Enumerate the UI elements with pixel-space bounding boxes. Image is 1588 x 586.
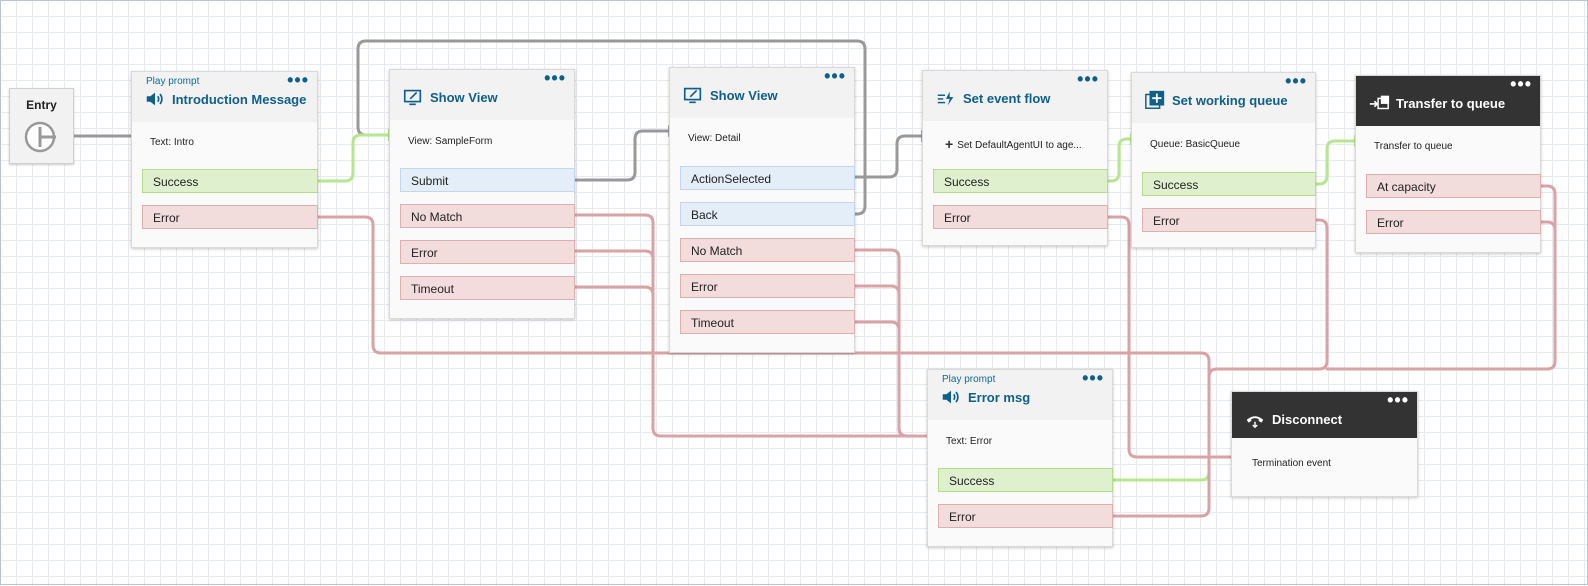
branch-error[interactable]: Error bbox=[938, 504, 1113, 528]
branch-success[interactable]: Success bbox=[1142, 172, 1316, 196]
wire-actionselected-to-eventflow bbox=[845, 130, 934, 179]
block-show-view-detail[interactable]: Show View ••• View: Detail ActionSelecte… bbox=[669, 67, 855, 353]
branch-no-match[interactable]: No Match bbox=[680, 238, 855, 262]
block-parameter: View: Detail bbox=[688, 133, 741, 144]
wire-eventflow-error-to-disconnect bbox=[1098, 215, 1245, 459]
branch-error[interactable]: Error bbox=[1142, 208, 1316, 232]
wire-sv2-nomatch-to-errormsg bbox=[845, 248, 923, 438]
block-title: Show View bbox=[710, 88, 778, 103]
monitor-edit-icon bbox=[403, 89, 422, 106]
monitor-edit-icon bbox=[683, 87, 702, 104]
more-options-icon[interactable]: ••• bbox=[1082, 368, 1104, 388]
wire-sv1-timeout-to-errormsg bbox=[565, 285, 655, 430]
block-header: Disconnect ••• bbox=[1232, 390, 1417, 438]
phone-hangup-icon bbox=[1246, 416, 1264, 429]
queue-plus-icon bbox=[1145, 90, 1165, 109]
block-title: Disconnect bbox=[1272, 412, 1343, 427]
branch-timeout[interactable]: Timeout bbox=[680, 310, 855, 334]
block-title: Set working queue bbox=[1172, 93, 1288, 108]
more-options-icon[interactable]: ••• bbox=[1285, 71, 1307, 91]
branch-success[interactable]: Success bbox=[933, 169, 1108, 193]
block-introduction-message[interactable]: Play prompt Introduction Message ••• Tex… bbox=[131, 71, 318, 248]
block-show-view-sampleform[interactable]: Show View ••• View: SampleForm Submit No… bbox=[389, 69, 575, 319]
branch-error[interactable]: Error bbox=[142, 205, 318, 229]
block-type-label: Play prompt bbox=[942, 374, 996, 385]
speaker-icon bbox=[942, 390, 959, 404]
block-header: Set event flow ••• bbox=[923, 69, 1107, 121]
branch-at-capacity[interactable]: At capacity bbox=[1366, 174, 1541, 198]
branch-back[interactable]: Back bbox=[680, 202, 855, 226]
branch-action-selected[interactable]: ActionSelected bbox=[680, 166, 855, 190]
wire-submit-to-showview2 bbox=[565, 125, 681, 182]
more-options-icon[interactable]: ••• bbox=[1510, 74, 1532, 94]
block-title: Show View bbox=[430, 90, 498, 105]
branch-submit[interactable]: Submit bbox=[400, 168, 575, 192]
block-set-working-queue[interactable]: Set working queue ••• Queue: BasicQueue … bbox=[1131, 72, 1316, 248]
block-header: Set working queue ••• bbox=[1132, 71, 1315, 123]
more-options-icon[interactable]: ••• bbox=[1077, 69, 1099, 89]
wire-errormsg-success-to-disconnect bbox=[1103, 455, 1211, 482]
entry-label: Entry bbox=[26, 98, 57, 112]
block-header: Show View ••• bbox=[670, 66, 854, 118]
block-parameter: Transfer to queue bbox=[1374, 141, 1453, 152]
branch-success[interactable]: Success bbox=[938, 468, 1113, 492]
block-title: Set event flow bbox=[963, 91, 1051, 106]
branch-error[interactable]: Error bbox=[680, 274, 855, 298]
branch-error[interactable]: Error bbox=[1366, 210, 1541, 234]
more-options-icon[interactable]: ••• bbox=[287, 70, 309, 90]
event-flow-icon bbox=[937, 91, 954, 106]
wire-sv1-error-to-errormsg bbox=[565, 249, 655, 430]
block-parameter: Queue: BasicQueue bbox=[1150, 139, 1241, 150]
block-parameter: Termination event bbox=[1252, 458, 1331, 469]
more-options-icon[interactable]: ••• bbox=[824, 66, 846, 86]
block-disconnect[interactable]: Disconnect ••• Termination event bbox=[1231, 391, 1418, 497]
entry-start-icon[interactable] bbox=[24, 121, 56, 153]
block-error-msg[interactable]: Play prompt Error msg ••• Text: Error Su… bbox=[927, 369, 1113, 547]
block-title: Error msg bbox=[968, 390, 1031, 405]
wire-intro-success-to-showview1 bbox=[309, 129, 401, 183]
block-title: Transfer to queue bbox=[1396, 96, 1506, 111]
block-header: Transfer to queue ••• bbox=[1356, 74, 1540, 126]
block-type-label: Play prompt bbox=[146, 76, 200, 87]
block-transfer-to-queue[interactable]: Transfer to queue ••• Transfer to queue … bbox=[1355, 75, 1541, 253]
block-title: Introduction Message bbox=[172, 92, 307, 107]
entry-node[interactable]: Entry bbox=[9, 88, 74, 164]
block-header: Show View ••• bbox=[390, 68, 574, 120]
branch-error[interactable]: Error bbox=[400, 240, 575, 264]
block-parameter: Text: Intro bbox=[150, 137, 194, 148]
branch-error[interactable]: Error bbox=[933, 205, 1108, 229]
more-options-icon[interactable]: ••• bbox=[544, 68, 566, 88]
wire-errormsg-error-to-disconnect bbox=[1103, 455, 1211, 518]
block-parameter: View: SampleForm bbox=[408, 136, 493, 147]
branch-success[interactable]: Success bbox=[142, 169, 318, 193]
block-set-event-flow[interactable]: Set event flow ••• +Set DefaultAgentUI t… bbox=[922, 70, 1108, 246]
more-options-icon[interactable]: ••• bbox=[1387, 390, 1409, 410]
transfer-icon bbox=[1369, 95, 1390, 110]
plus-icon: + bbox=[945, 136, 954, 152]
block-header: Play prompt Error msg ••• bbox=[928, 368, 1112, 420]
block-header: Play prompt Introduction Message ••• bbox=[132, 70, 317, 122]
branch-timeout[interactable]: Timeout bbox=[400, 276, 575, 300]
block-parameter-text: Set DefaultAgentUI to age... bbox=[957, 140, 1082, 151]
speaker-icon bbox=[146, 92, 163, 106]
block-parameter: Text: Error bbox=[946, 436, 993, 447]
block-parameter: +Set DefaultAgentUI to age... bbox=[945, 136, 1082, 152]
branch-no-match[interactable]: No Match bbox=[400, 204, 575, 228]
